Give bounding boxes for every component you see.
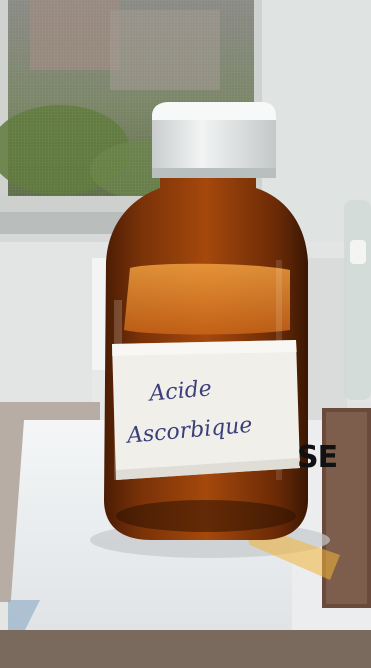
box-printed-text: SE [297, 440, 338, 475]
glass-jar [344, 200, 371, 400]
bottle-label [112, 340, 300, 480]
bottle-cap [152, 102, 276, 178]
table-edge [0, 630, 371, 668]
liquid-highlight [124, 263, 290, 335]
cardboard-box [292, 408, 371, 630]
window [0, 0, 262, 242]
